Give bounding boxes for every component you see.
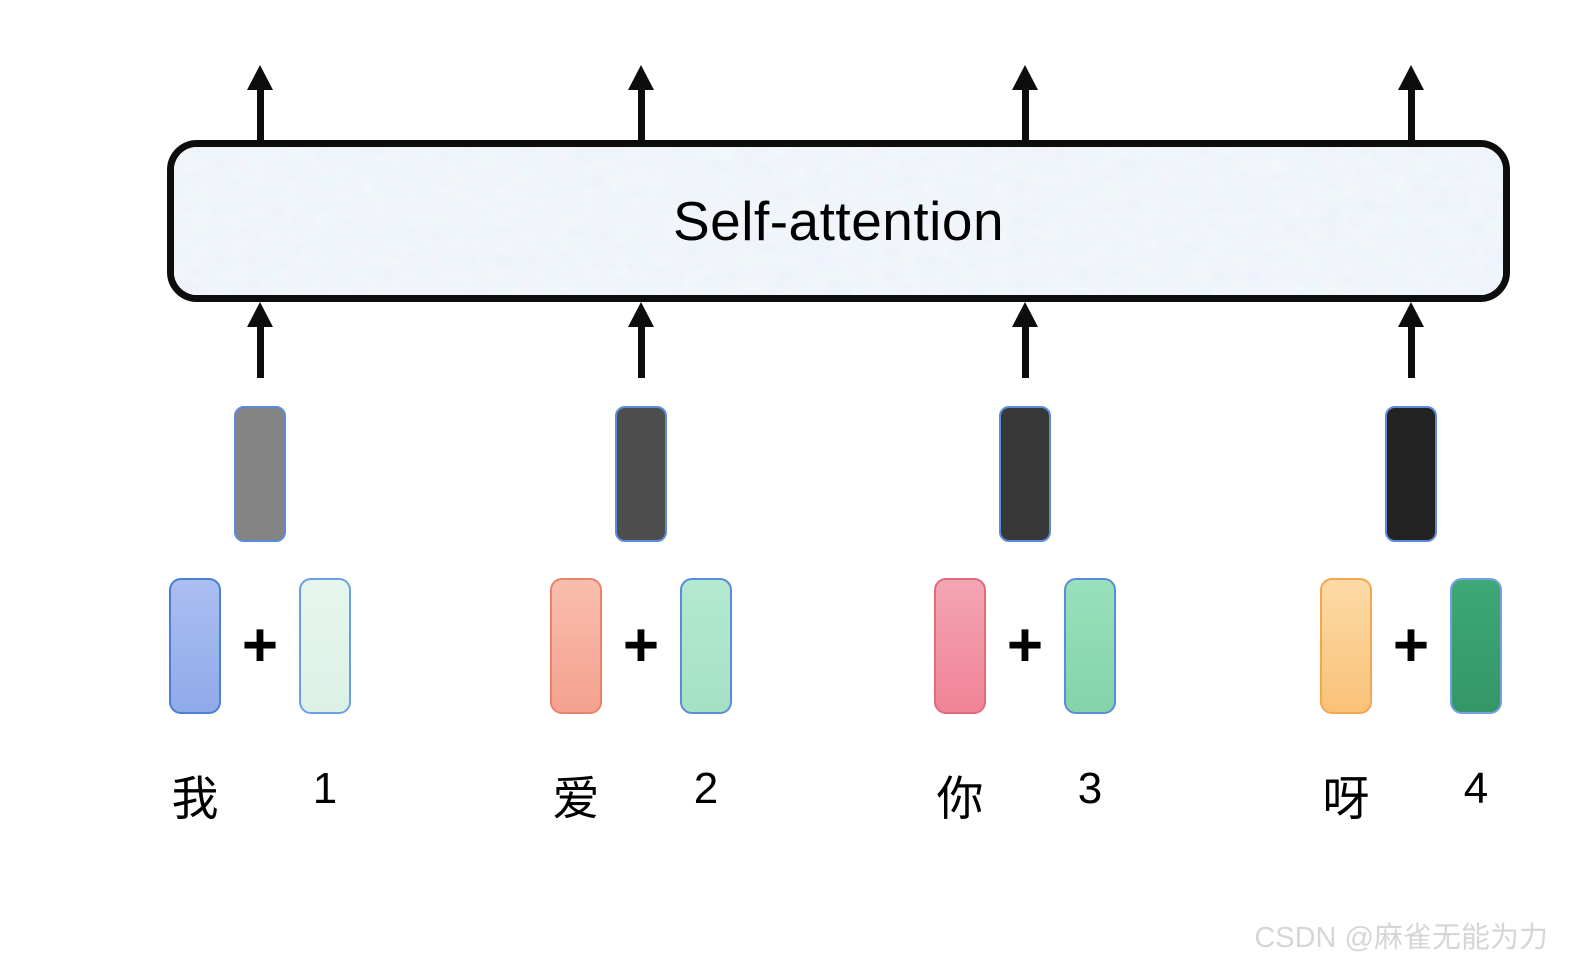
positional-embedding-rect xyxy=(1064,578,1116,714)
combined-embedding-rect xyxy=(615,406,667,542)
arrow-shaft xyxy=(637,325,645,378)
token-embedding-rect xyxy=(169,578,221,714)
plus-icon: + xyxy=(622,611,660,680)
position-number-label: 3 xyxy=(1077,764,1103,813)
position-number-label: 4 xyxy=(1463,764,1489,813)
arrow-shaft xyxy=(1407,88,1415,140)
position-number-label: 1 xyxy=(312,764,338,813)
arrow-shaft xyxy=(1021,325,1029,378)
output-arrow-icon xyxy=(1398,65,1424,140)
token-column: + 呀 4 xyxy=(1281,0,1541,968)
position-number-label: 2 xyxy=(693,764,719,813)
positional-embedding-rect xyxy=(1450,578,1502,714)
arrow-head xyxy=(1012,65,1038,90)
positional-embedding-rect xyxy=(299,578,351,714)
arrow-shaft xyxy=(1021,88,1029,140)
input-arrow-icon xyxy=(628,302,654,378)
token-word-label: 你 xyxy=(936,772,984,825)
output-arrow-icon xyxy=(247,65,273,140)
self-attention-box: Self-attention xyxy=(167,140,1510,302)
token-word-label: 呀 xyxy=(1322,772,1370,825)
watermark-text: CSDN @麻雀无能为力 xyxy=(1254,922,1548,954)
combined-embedding-rect xyxy=(234,406,286,542)
paper-texture xyxy=(174,147,1503,295)
input-arrow-icon xyxy=(1012,302,1038,378)
input-arrow-icon xyxy=(1398,302,1424,378)
self-attention-title: Self-attention xyxy=(672,190,1005,252)
output-arrow-icon xyxy=(628,65,654,140)
arrow-shaft xyxy=(637,88,645,140)
arrow-shaft xyxy=(1407,325,1415,378)
combined-embedding-rect xyxy=(999,406,1051,542)
token-column: + 我 1 xyxy=(130,0,390,968)
arrow-head xyxy=(247,302,273,327)
token-column: + 爱 2 xyxy=(511,0,771,968)
positional-embedding-rect xyxy=(680,578,732,714)
token-word-label: 我 xyxy=(171,772,219,825)
combined-embedding-rect xyxy=(1385,406,1437,542)
arrow-shaft xyxy=(256,88,264,140)
input-arrow-icon xyxy=(247,302,273,378)
arrow-head xyxy=(628,302,654,327)
plus-icon: + xyxy=(241,611,279,680)
arrow-shaft xyxy=(256,325,264,378)
token-word-label: 爱 xyxy=(552,772,600,825)
plus-icon: + xyxy=(1006,611,1044,680)
arrow-head xyxy=(247,65,273,90)
token-embedding-rect xyxy=(934,578,986,714)
arrow-head xyxy=(1398,65,1424,90)
token-embedding-rect xyxy=(1320,578,1372,714)
arrow-head xyxy=(1398,302,1424,327)
token-embedding-rect xyxy=(550,578,602,714)
token-column: + 你 3 xyxy=(895,0,1155,968)
output-arrow-icon xyxy=(1012,65,1038,140)
arrow-head xyxy=(1012,302,1038,327)
arrow-head xyxy=(628,65,654,90)
plus-icon: + xyxy=(1392,611,1430,680)
